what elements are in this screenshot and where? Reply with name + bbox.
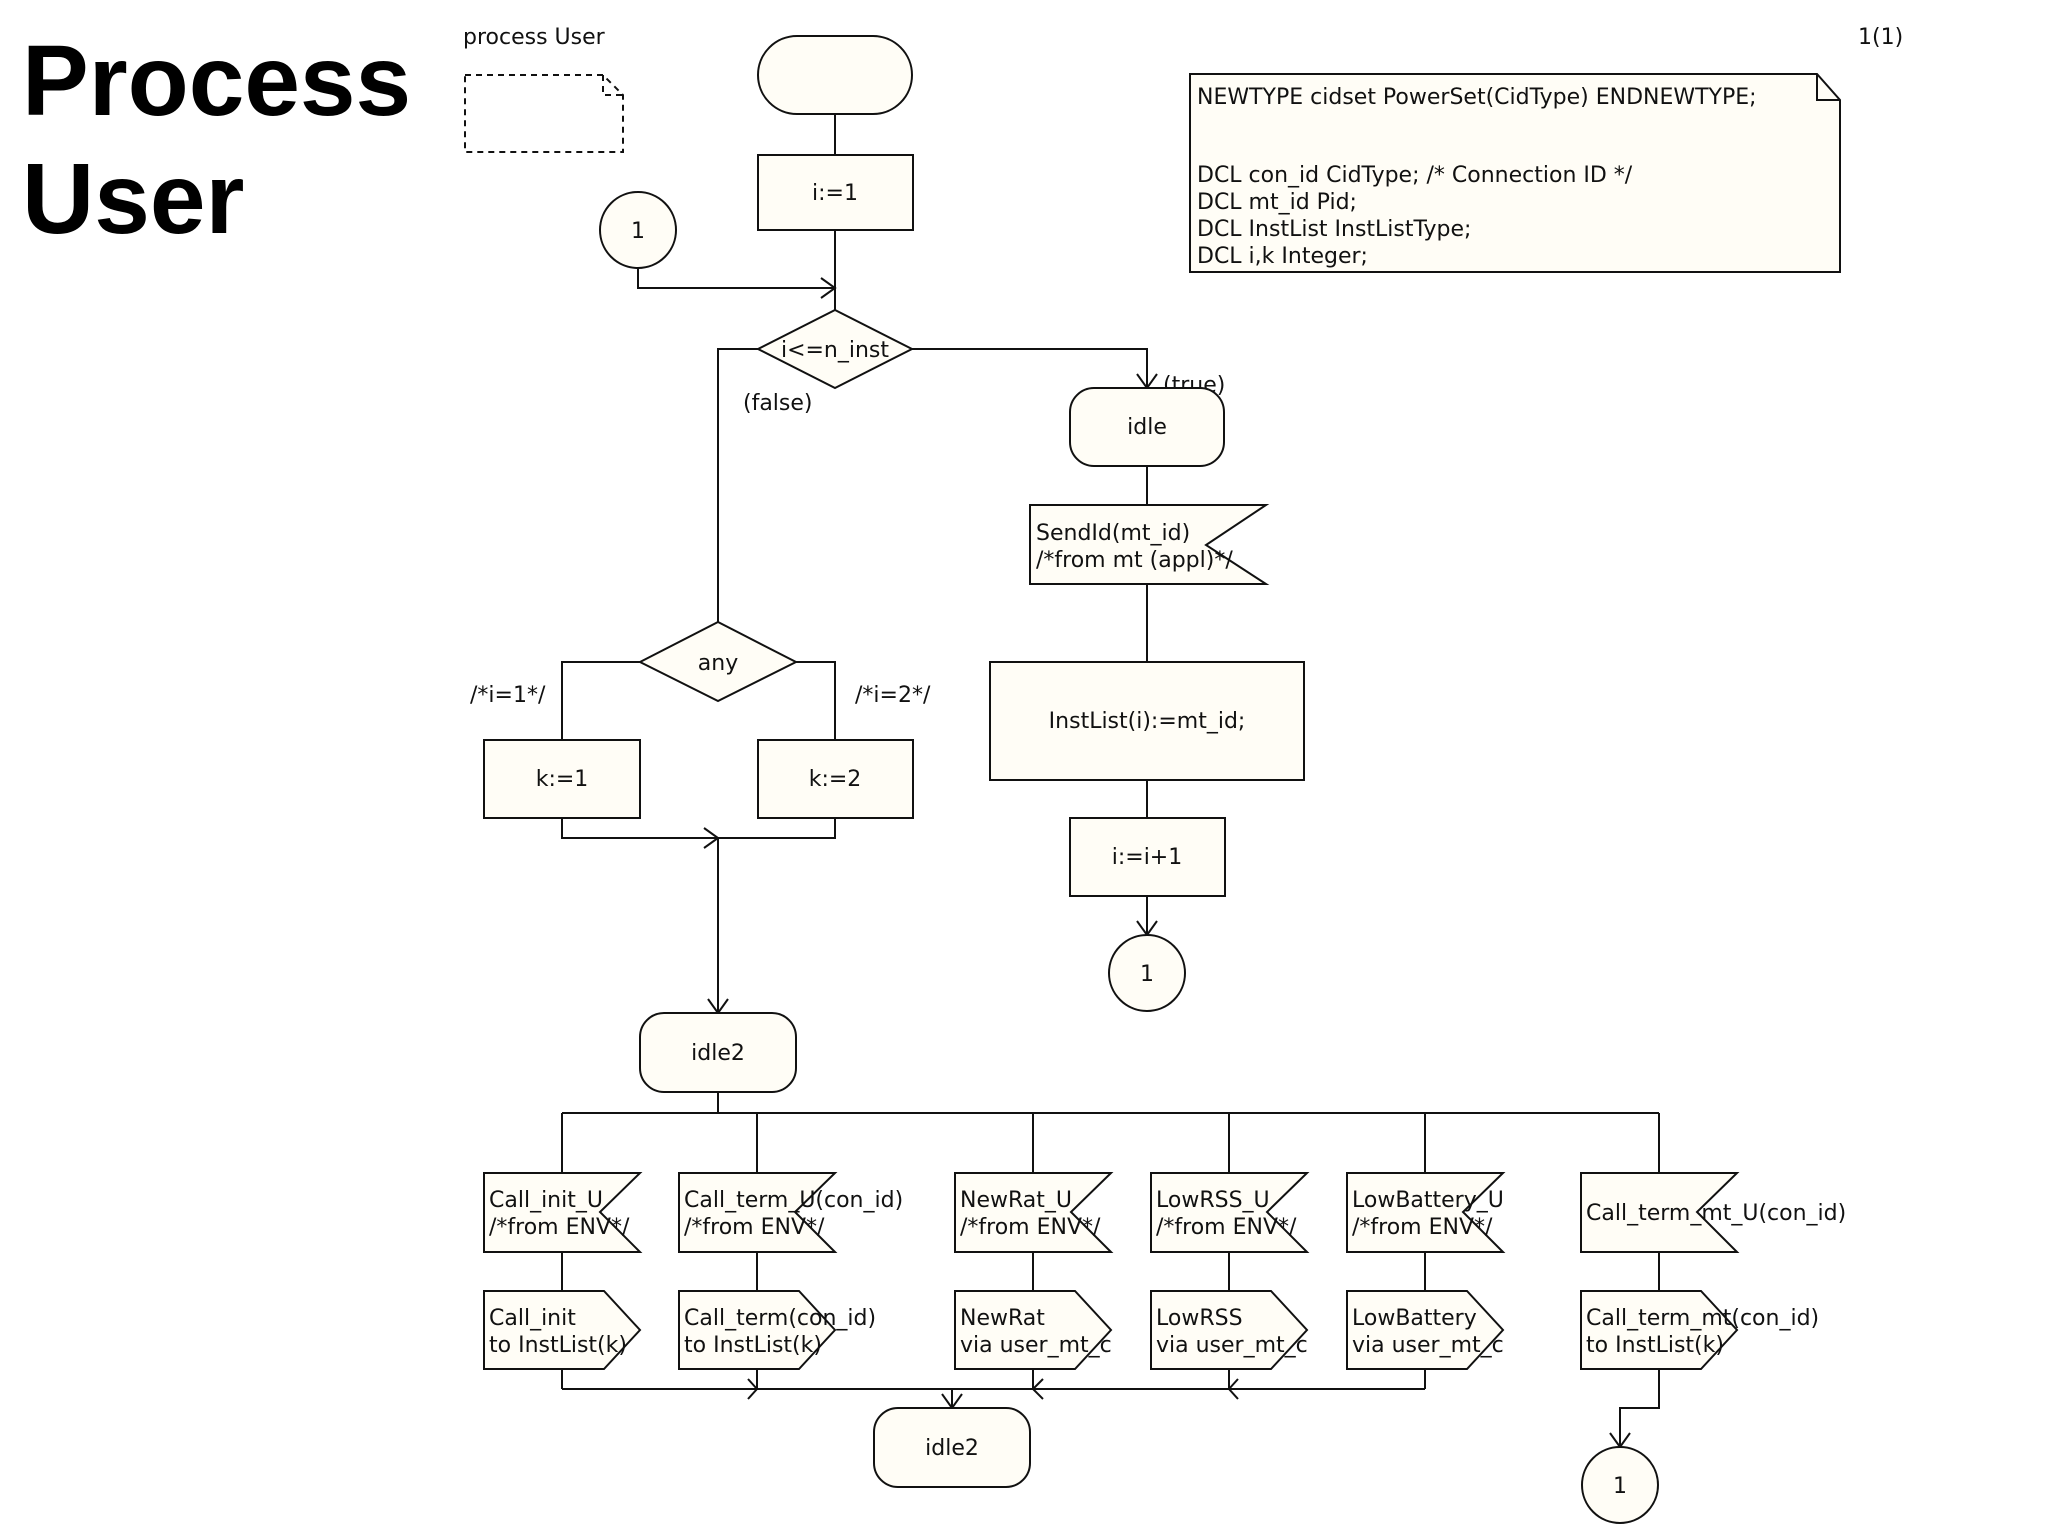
output-lowbattery-line-1: LowBattery (1352, 1306, 1477, 1331)
input-lowrss-u-line-2: /*from ENV*/ (1156, 1215, 1297, 1240)
sendid-input-signal (1029, 504, 1270, 585)
declarations-box: NEWTYPE cidset PowerSet(CidType) ENDNEWT… (1189, 73, 1841, 273)
input-lowbattery-u-line-2: /*from ENV*/ (1352, 1215, 1493, 1240)
branch-1-label: /*i=1*/ (470, 683, 546, 708)
input-newrat-u-line-2: /*from ENV*/ (960, 1215, 1101, 1240)
output-call-init (483, 1290, 642, 1370)
final-connector-label: 1 (1613, 1474, 1627, 1499)
output-lowrss (1150, 1290, 1309, 1370)
output-call-term-mt-line-1: Call_term_mt(con_id) (1586, 1306, 1819, 1331)
start-symbol (757, 35, 913, 115)
k1-task-box (483, 739, 641, 819)
increment-task-text: i:=i+1 (1112, 845, 1183, 870)
slide-title-line-2: User (22, 143, 245, 255)
k2-task-box (757, 739, 914, 819)
declaration-con-id: DCL con_id CidType; /* Connection ID */ (1197, 163, 1633, 188)
output-newrat (954, 1290, 1113, 1370)
connector-in-1-label: 1 (631, 219, 645, 244)
declaration-newtype: NEWTYPE cidset PowerSet(CidType) ENDNEWT… (1197, 85, 1757, 110)
k2-task-text: k:=2 (809, 767, 862, 792)
flow-line (1619, 1369, 1660, 1447)
page-number: 1(1) (1858, 25, 1903, 50)
instlist-task-text: InstList(i):=mt_id; (1049, 709, 1246, 734)
output-call-init-line-2: to InstList(k) (489, 1333, 627, 1358)
sendid-input-line-2: /*from mt (appl)*/ (1036, 548, 1233, 573)
input-lowbattery-u (1346, 1172, 1506, 1253)
branch-2-label: /*i=2*/ (855, 683, 931, 708)
final-idle2-state-text: idle2 (925, 1436, 979, 1461)
input-newrat-u-line-1: NewRat_U (960, 1188, 1072, 1213)
output-lowbattery-line-2: via user_mt_c (1352, 1333, 1504, 1358)
decision-i-n-inst-text: i<=n_inst (781, 338, 889, 363)
input-call-init-u (483, 1172, 643, 1253)
output-newrat-line-1: NewRat (960, 1306, 1045, 1331)
init-task-text: i:=1 (812, 181, 858, 206)
increment-task-box (1069, 817, 1226, 897)
flow-arrow (1227, 1378, 1239, 1400)
input-call-term-mt-u-line-1: Call_term_mt_U(con_id) (1586, 1201, 1846, 1226)
slide-title: Process User (22, 22, 411, 258)
final-connector (1581, 1446, 1659, 1524)
k1-task-text: k:=1 (536, 767, 589, 792)
output-lowbattery (1346, 1290, 1505, 1370)
output-call-term (678, 1290, 837, 1370)
declaration-i-k: DCL i,k Integer; (1197, 244, 1368, 269)
output-call-term-mt (1580, 1290, 1739, 1370)
declaration-instlist: DCL InstList InstListType; (1197, 217, 1471, 242)
final-idle2-state (873, 1407, 1031, 1488)
output-call-term-line-1: Call_term(con_id) (684, 1306, 876, 1331)
slide-title-line-1: Process (22, 25, 412, 137)
merge-line (561, 818, 836, 839)
input-lowrss-u (1150, 1172, 1310, 1253)
flow-arrow (747, 1378, 759, 1400)
output-call-init-line-1: Call_init (489, 1306, 576, 1331)
output-call-term-line-2: to InstList(k) (684, 1333, 822, 1358)
false-label: (false) (743, 391, 813, 416)
declaration-mt-id: DCL mt_id Pid; (1197, 190, 1357, 215)
input-lowrss-u-line-1: LowRSS_U (1156, 1188, 1270, 1213)
input-newrat-u (954, 1172, 1114, 1253)
input-lowbattery-u-line-1: LowBattery_U (1352, 1188, 1504, 1213)
input-call-init-u-line-1: Call_init_U (489, 1188, 603, 1213)
true-branch-line (912, 348, 1148, 388)
connector-out-1-label: 1 (1140, 962, 1154, 987)
output-newrat-line-2: via user_mt_c (960, 1333, 1112, 1358)
false-branch-line (717, 348, 758, 622)
output-call-term-mt-line-2: to InstList(k) (1586, 1333, 1724, 1358)
input-call-term-mt-u (1580, 1172, 1740, 1253)
any-branch-1-line (561, 661, 640, 740)
flow-arrow (820, 277, 837, 299)
idle-state-text: idle (1127, 415, 1167, 440)
decision-any-text: any (698, 651, 738, 676)
any-branch-2-line (796, 661, 836, 740)
page-reference-symbol (464, 74, 624, 153)
output-lowrss-line-2: via user_mt_c (1156, 1333, 1308, 1358)
connector-flow-line (637, 268, 835, 289)
flow-arrow (1031, 1378, 1044, 1400)
input-call-term-u (678, 1172, 838, 1253)
page-reference-fold (602, 75, 623, 96)
idle2-state-text: idle2 (691, 1041, 745, 1066)
input-call-term-u-line-2: /*from ENV*/ (684, 1215, 825, 1240)
connector-out-1 (1108, 934, 1186, 1012)
process-label: process User (463, 25, 606, 50)
input-call-term-u-line-1: Call_term_U(con_id) (684, 1188, 903, 1213)
sendid-input-line-1: SendId(mt_id) (1036, 521, 1190, 546)
instlist-task-box (989, 661, 1305, 781)
output-lowrss-line-1: LowRSS (1156, 1306, 1243, 1331)
input-call-init-u-line-2: /*from ENV*/ (489, 1215, 630, 1240)
